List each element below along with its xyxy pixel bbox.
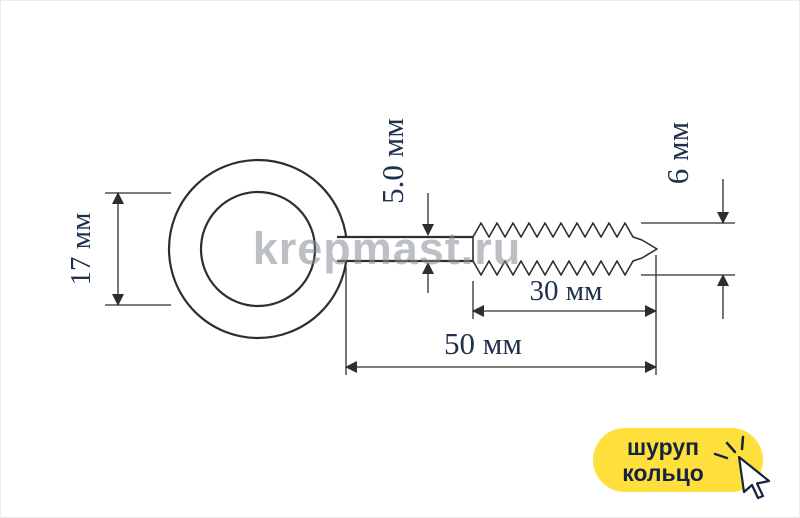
product-badge[interactable]: шуруп кольцо — [593, 428, 771, 500]
badge-label-line2: кольцо — [622, 460, 704, 486]
click-ray — [713, 452, 729, 460]
dimension-thread-diameter: 6 мм — [641, 122, 735, 319]
dimension-label-thread-dia: 6 мм — [660, 122, 695, 184]
dimension-total-length: 50 мм — [345, 267, 657, 375]
shank-body — [337, 238, 474, 260]
dimension-label-thread-length: 30 мм — [530, 275, 603, 307]
dimension-label-total-length: 50 мм — [444, 326, 522, 361]
cursor-pointer — [737, 455, 771, 500]
eye-ring-inner — [199, 190, 317, 308]
dimension-eye-diameter: 17 мм — [65, 192, 171, 306]
dimension-shank-diameter: 5.0 мм — [375, 118, 434, 293]
click-ray — [740, 435, 745, 451]
cursor-click-icon — [713, 435, 771, 500]
click-ray — [725, 441, 737, 454]
screw-eye-drawing — [167, 158, 658, 340]
watermark: krepmast.ru — [253, 223, 522, 274]
thread-profile — [472, 222, 658, 276]
dimension-label-eye: 17 мм — [65, 213, 97, 286]
dimension-thread-length: 30 мм — [472, 255, 657, 319]
dimension-label-shank: 5.0 мм — [375, 118, 410, 204]
badge-label-line1: шуруп — [627, 434, 699, 460]
badge-background[interactable] — [593, 428, 763, 492]
